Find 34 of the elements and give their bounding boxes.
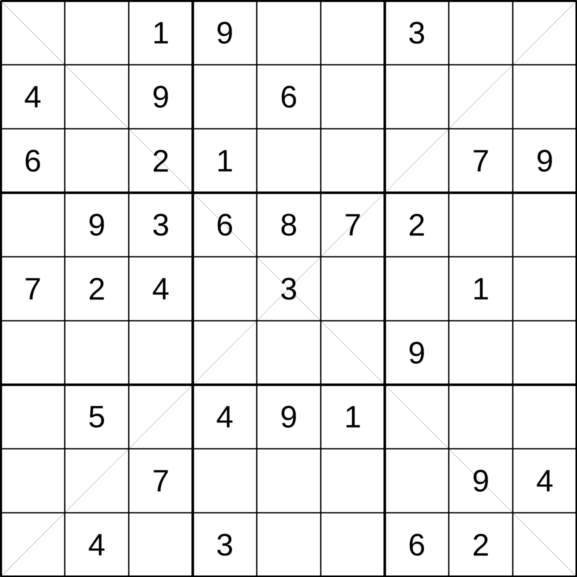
given-digit: 3: [281, 278, 296, 300]
given-digit: 3: [153, 214, 168, 236]
given-digit: 5: [89, 406, 104, 428]
given-digit: 6: [410, 534, 424, 556]
given-digit: 9: [218, 22, 232, 44]
given-digit: 4: [88, 534, 104, 556]
given-digit: 8: [281, 214, 296, 236]
given-digit: 1: [218, 150, 232, 172]
given-digit: 2: [90, 278, 104, 300]
given-digit: 4: [536, 470, 552, 492]
given-digit: 9: [282, 406, 296, 428]
given-digit: 7: [154, 470, 168, 492]
given-digit: 7: [346, 214, 360, 236]
given-digit: 9: [474, 470, 488, 492]
given-digit: 3: [409, 22, 424, 44]
given-digit: 4: [152, 278, 168, 300]
given-digit: 7: [26, 278, 40, 300]
given-digit: 6: [282, 86, 296, 108]
given-digit: 2: [154, 150, 168, 172]
given-digit: 9: [538, 150, 552, 172]
given-digit: 3: [217, 534, 232, 556]
given-digit: 1: [154, 22, 168, 44]
given-digit: 4: [24, 86, 40, 108]
given-digit: 9: [410, 342, 424, 364]
given-digit: 9: [154, 86, 168, 108]
given-digit: 2: [410, 214, 424, 236]
given-digit: 2: [474, 534, 488, 556]
given-digit: 6: [218, 214, 232, 236]
given-digit: 1: [474, 278, 488, 300]
given-digit: 1: [346, 406, 360, 428]
given-digit: 6: [26, 150, 40, 172]
given-digit: 7: [474, 150, 488, 172]
given-digit: 4: [216, 406, 232, 428]
given-digit: 9: [90, 214, 104, 236]
